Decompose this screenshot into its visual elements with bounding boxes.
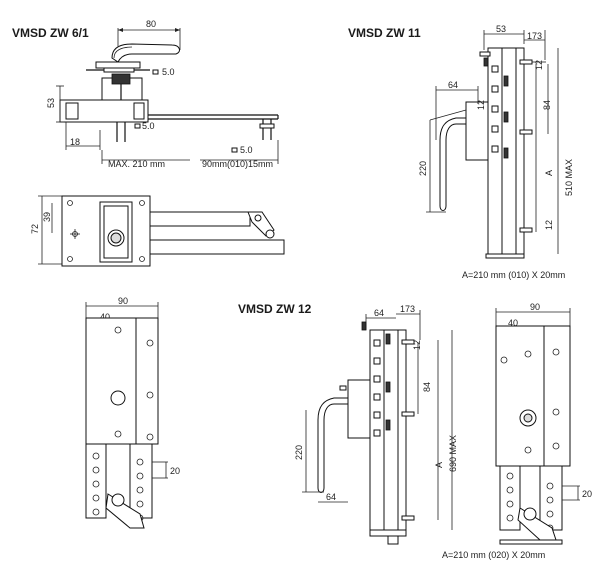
zw61-dim-5c: 5.0 bbox=[240, 145, 253, 155]
zw12m-dim-64b: 64 bbox=[326, 492, 336, 502]
zw11-drawing: 53 173 12 84 bbox=[418, 24, 574, 280]
title-zw12: VMSD ZW 12 bbox=[238, 302, 312, 316]
title-zw61: VMSD ZW 6/1 bbox=[12, 26, 89, 40]
zw11-dim-510: 510 MAX bbox=[564, 159, 574, 196]
zw12-right-drawing: 90 40 20 A= bbox=[442, 302, 592, 560]
zw61-dim-90-15: 90mm(010)15mm bbox=[202, 159, 273, 169]
zw12r-dim-20: 20 bbox=[582, 489, 592, 499]
zw11-dim-64: 64 bbox=[448, 80, 458, 90]
zw61-top-view: 72 39 bbox=[30, 195, 285, 267]
zw12r-note: A=210 mm (020) X 20mm bbox=[442, 550, 545, 560]
zw11-dim-12c: 12 bbox=[544, 220, 554, 230]
zw12r-dim-40: 40 bbox=[508, 318, 518, 328]
zw61-dim-18: 18 bbox=[70, 137, 80, 147]
zw12l-dim-90: 90 bbox=[118, 296, 128, 306]
zw12m-dim-84: 84 bbox=[422, 382, 432, 392]
zw11-dim-12b: 12 bbox=[476, 100, 486, 110]
zw11-note: A=210 mm (010) X 20mm bbox=[462, 270, 565, 280]
zw61-dim-72: 72 bbox=[30, 224, 40, 234]
zw12l-dim-40: 40 bbox=[100, 312, 110, 322]
zw12m-dim-a: A bbox=[434, 462, 444, 468]
zw11-dim-a: A bbox=[544, 170, 554, 176]
zw12m-dim-12: 12 bbox=[412, 340, 422, 350]
zw12m-dim-220: 220 bbox=[294, 445, 304, 460]
zw12-mid-drawing: 64 173 12 84 bbox=[294, 304, 458, 545]
zw61-dim-80: 80 bbox=[146, 19, 156, 29]
zw61-max-210: MAX. 210 mm bbox=[108, 159, 165, 169]
zw11-dim-173: 173 bbox=[527, 31, 542, 41]
zw11-dim-53: 53 bbox=[496, 24, 506, 34]
zw61-dim-5b: 5.0 bbox=[142, 121, 155, 131]
zw12r-dim-90: 90 bbox=[530, 302, 540, 312]
zw12m-dim-690: 690 MAX bbox=[448, 435, 458, 472]
title-zw11: VMSD ZW 11 bbox=[348, 26, 421, 40]
zw11-dim-12a: 12 bbox=[534, 60, 544, 70]
zw11-dim-84: 84 bbox=[542, 100, 552, 110]
zw11-dim-220: 220 bbox=[418, 161, 428, 176]
zw12-left-drawing: 90 40 20 bbox=[85, 296, 180, 529]
zw12m-dim-173: 173 bbox=[400, 304, 415, 314]
zw61-side-view: 80 5.0 53 5.0 bbox=[46, 19, 279, 169]
zw12l-dim-20: 20 bbox=[170, 466, 180, 476]
zw61-dim-5a: 5.0 bbox=[162, 67, 175, 77]
zw61-dim-53: 53 bbox=[46, 98, 56, 108]
zw61-dim-39: 39 bbox=[42, 212, 52, 222]
zw12m-dim-64a: 64 bbox=[374, 308, 384, 318]
